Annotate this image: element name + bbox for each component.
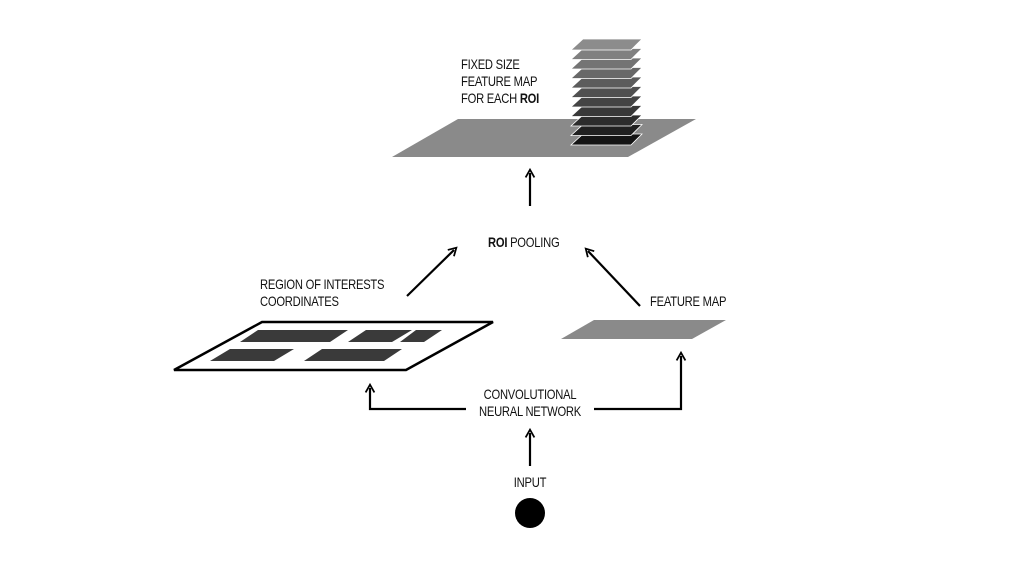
- input-label: Input: [513, 474, 547, 490]
- roi-feature-stack: [569, 38, 643, 146]
- arrow-featuremap-to-pooling: [584, 247, 641, 307]
- fixed-size-label: Fixed size feature map for each ROI: [461, 56, 540, 106]
- arrow-roi-to-pooling: [406, 246, 458, 297]
- roi-box-5: [304, 349, 402, 361]
- roi-coordinates-plane: [173, 320, 494, 372]
- arrow-cnn-to-featuremap: [594, 350, 687, 411]
- roi-box-4: [210, 349, 294, 361]
- cnn-label: Convolutional neural network: [478, 386, 582, 419]
- roi-box-3: [400, 330, 442, 342]
- roi-pooling-label: ROI pooling: [488, 234, 560, 250]
- region-of-interests-label: Region of interests coordinates: [260, 276, 385, 309]
- roi-box-2: [348, 330, 412, 342]
- roi-box-1: [240, 330, 348, 342]
- arrow-cnn-to-roi: [364, 382, 466, 411]
- input-node: [515, 498, 545, 528]
- stack-layer: [569, 38, 643, 51]
- feature-map-plane: [561, 320, 726, 339]
- output-feature-plane: [392, 119, 696, 157]
- feature-map-label: Feature map: [650, 293, 727, 309]
